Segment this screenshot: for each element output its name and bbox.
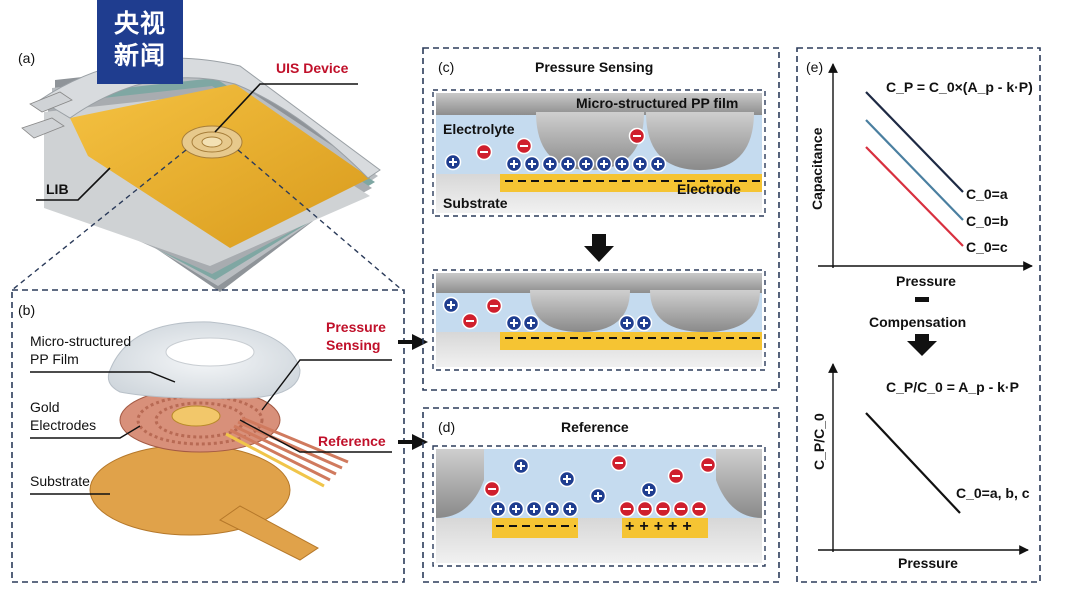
reference-leader-line bbox=[239, 419, 392, 453]
pp-film-label: Micro-structured PP film bbox=[576, 95, 738, 111]
compensation-arrow-icon bbox=[907, 334, 937, 356]
pressure-sensing-label-line2: Sensing bbox=[326, 337, 380, 353]
bottom-legend: C_0=a, b, c bbox=[956, 485, 1030, 501]
zoom-line-left bbox=[11, 149, 187, 291]
bottom-x-label: Pressure bbox=[898, 555, 958, 571]
top-formula: C_P = C_0×(A_p - k·P) bbox=[886, 79, 1033, 95]
panel-c-lower-frame bbox=[432, 269, 766, 371]
pressure-sensing-label-line1: Pressure bbox=[326, 319, 386, 335]
panel-e-tag: (e) bbox=[806, 59, 823, 75]
film-label-line1: Micro-structured bbox=[30, 333, 131, 349]
substrate-label: Substrate bbox=[30, 473, 90, 489]
gold-label-line2: Electrodes bbox=[30, 417, 96, 433]
panel-a-tag: (a) bbox=[18, 50, 35, 66]
watermark-line2: 新闻 bbox=[113, 41, 166, 70]
film-leader-line bbox=[30, 371, 176, 383]
substrate-shape bbox=[89, 444, 319, 561]
top-x-label: Pressure bbox=[896, 273, 956, 289]
panel-c-tag: (c) bbox=[438, 59, 454, 75]
gold-label-line1: Gold bbox=[30, 399, 60, 415]
panel-c-frame bbox=[422, 47, 780, 391]
panel-d-inner-frame bbox=[432, 445, 766, 567]
series-line-b bbox=[865, 119, 964, 221]
svg-text:+++++: +++++ bbox=[625, 518, 697, 535]
series-line-a bbox=[865, 91, 964, 193]
watermark-line1: 央视 bbox=[113, 9, 166, 38]
legend-b: C_0=b bbox=[966, 213, 1008, 229]
bottom-y-label: C_P/C_0 bbox=[811, 413, 827, 470]
panel-c-title: Pressure Sensing bbox=[535, 59, 653, 75]
panel-b: (b) Micro-structured PP Film Gold Electr… bbox=[11, 289, 428, 583]
uis-device-label: UIS Device bbox=[276, 60, 349, 76]
gold-electrodes-shape bbox=[119, 387, 349, 488]
reference-label: Reference bbox=[318, 433, 386, 449]
panel-c-upper-figure bbox=[436, 93, 762, 213]
bottom-formula: C_P/C_0 = A_p - k·P bbox=[886, 379, 1019, 395]
lib-leader-line bbox=[36, 167, 111, 201]
panel-a: (a) UIS Device LIB bbox=[11, 50, 403, 292]
zoom-line-right bbox=[237, 149, 403, 291]
top-y-label: Capacitance bbox=[809, 127, 825, 210]
panel-c-substrate-label: Substrate bbox=[443, 195, 508, 211]
panel-c-upper-frame bbox=[432, 89, 766, 217]
film-label-line2: PP Film bbox=[30, 351, 79, 367]
panel-e-frame bbox=[796, 47, 1041, 583]
panel-d-tag: (d) bbox=[438, 419, 455, 435]
lib-battery bbox=[21, 57, 381, 292]
lib-label: LIB bbox=[46, 181, 69, 197]
panel-b-tag: (b) bbox=[18, 302, 35, 318]
cctv-news-watermark: 央视 新闻 bbox=[97, 0, 183, 84]
minus-icon bbox=[915, 297, 929, 302]
panel-d-frame bbox=[422, 407, 780, 583]
gold-leader-line bbox=[30, 425, 141, 439]
panel-d-figure: +++++ bbox=[436, 449, 762, 563]
panel-c-lower-figure bbox=[436, 273, 762, 367]
electrolyte-label: Electrolyte bbox=[443, 121, 515, 137]
compensation-label: Compensation bbox=[869, 314, 966, 330]
panel-d: (d) Reference +++++ bbox=[422, 407, 780, 583]
pressure-leader-line bbox=[261, 359, 392, 411]
normalized-line bbox=[865, 412, 961, 514]
pp-film-shape bbox=[107, 321, 301, 399]
uis-device-icon bbox=[181, 125, 243, 159]
reference-arrow-icon bbox=[398, 434, 428, 450]
panel-e: (e) C_P = C_0×(A_p - k·P) Capacitance Pr… bbox=[796, 47, 1041, 583]
down-arrow-icon bbox=[584, 234, 614, 262]
pressure-arrow-icon bbox=[398, 334, 428, 350]
panel-c: (c) Pressure Sensing Micro-structured PP… bbox=[422, 47, 780, 391]
series-line-c bbox=[865, 146, 964, 247]
panel-d-title: Reference bbox=[561, 419, 629, 435]
uis-leader-line bbox=[214, 83, 358, 133]
electrode-label: Electrode bbox=[677, 181, 741, 197]
panel-b-frame bbox=[11, 289, 405, 583]
legend-c: C_0=c bbox=[966, 239, 1008, 255]
legend-a: C_0=a bbox=[966, 186, 1008, 202]
